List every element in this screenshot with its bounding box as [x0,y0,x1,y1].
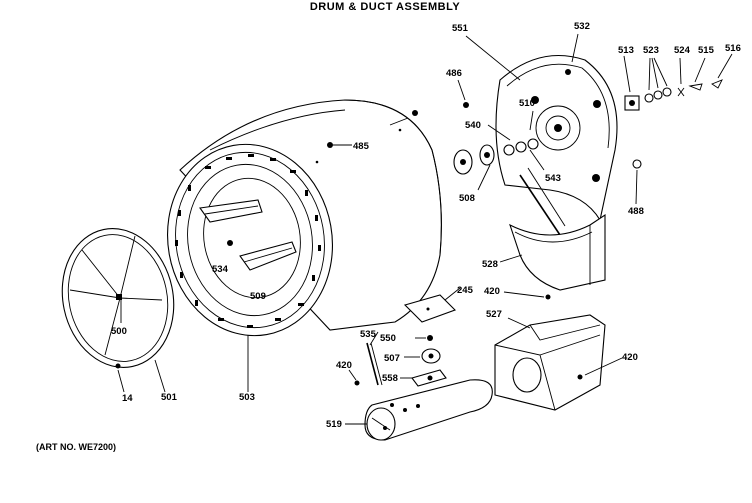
label-558: 558 [382,373,398,384]
bearing-assembly [453,124,545,191]
label-488: 488 [628,206,644,217]
label-528: 528 [482,259,498,270]
duct-527 [494,314,623,411]
label-509: 509 [250,291,266,302]
label-486: 486 [446,68,462,79]
label-508: 508 [459,193,475,204]
label-543: 543 [545,173,561,184]
label-14: 14 [122,393,133,404]
label-551: 551 [452,23,469,34]
rear-bulkhead [465,33,618,236]
label-501: 501 [161,392,178,403]
label-513: 513 [618,45,634,56]
label-532: 532 [574,21,590,32]
label-507: 507 [384,353,400,364]
label-420-top: 420 [484,286,500,297]
label-420-left: 420 [336,360,352,371]
label-540: 540 [465,120,481,131]
label-516: 516 [725,43,741,54]
label-485: 485 [353,141,370,152]
label-534: 534 [212,264,229,275]
label-535: 535 [360,329,377,340]
diagram-title: DRUM & DUCT ASSEMBLY [310,1,461,13]
label-500: 500 [111,326,127,337]
heater-assembly [345,331,493,441]
label-524: 524 [674,45,691,56]
label-503: 503 [239,392,255,403]
fastener-hardware [623,53,733,111]
screw-488 [632,159,642,205]
label-510: 510 [519,98,535,109]
label-519: 519 [326,419,342,430]
label-420-right: 420 [622,352,638,363]
art-number: (ART NO. WE7200) [36,442,116,452]
label-550: 550 [380,333,396,344]
drum-assembly [166,99,442,392]
screw-420-top [503,291,551,300]
part-number-labels: 551 532 513 523 524 515 516 486 510 540 … [111,21,741,430]
label-527: 527 [486,309,502,320]
label-245: 245 [457,285,474,296]
plate-245 [403,287,461,323]
label-515: 515 [698,45,715,56]
duct-528 [499,213,606,291]
front-seal-ring [61,228,175,393]
label-523: 523 [643,45,659,56]
screw-486 [457,79,469,108]
